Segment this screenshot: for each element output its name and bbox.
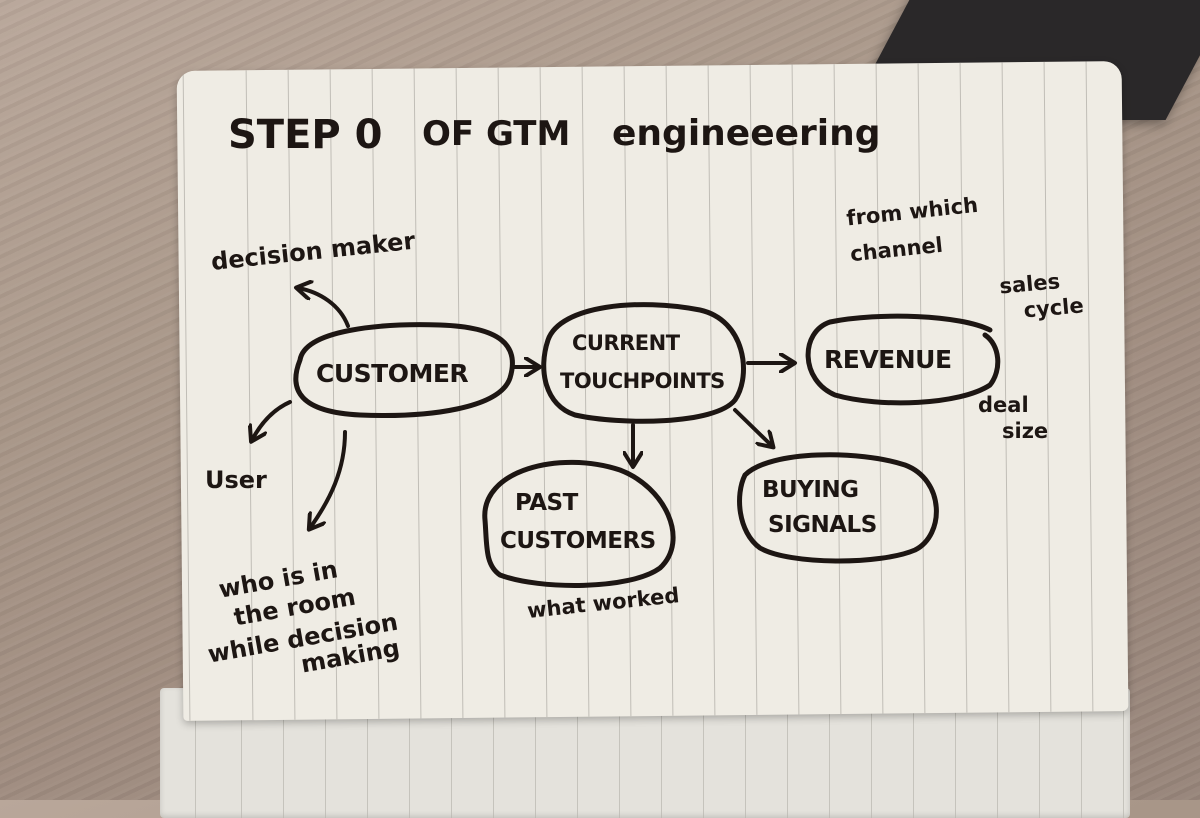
annotation-who-in-room: who is in the room while decision making [206,555,402,678]
node-revenue: REVENUE [805,313,1001,406]
buying-signals-blob [737,452,939,564]
touchpoints-line1: CURRENT [572,331,681,355]
buying-signals-line2: SIGNALS [768,512,877,538]
channel-line2: channel [849,233,944,267]
customer-ellipse [293,322,515,418]
title-step-0: STEP 0 [228,112,383,158]
diagram-annotations: decision maker User who is in the room w… [205,193,1085,679]
deal-size-line2: size [1002,419,1048,443]
past-customers-line1: PAST [515,490,579,516]
touchpoints-line2: TOUCHPOINTS [560,369,725,393]
arrow-touchpoints-to-buying-signals [733,408,772,446]
annotation-what-worked: what worked [526,583,680,623]
arrow-customer-to-user [252,400,292,440]
sales-cycle-line2: cycle [1023,293,1085,322]
node-current-touchpoints: CURRENT TOUCHPOINTS [541,302,746,424]
revenue-label: REVENUE [824,345,952,374]
annotation-sales-cycle: sales cycle [998,269,1085,322]
revenue-ellipse [805,313,1001,406]
customer-label: CUSTOMER [316,359,468,388]
sales-cycle-line1: sales [998,269,1060,298]
touchpoints-blob [541,302,746,424]
past-customers-blob [482,459,676,588]
hand-drawn-diagram: STEP 0 OF GTM engineeering CUSTOMER CURR… [205,112,1085,679]
node-past-customers: PAST CUSTOMERS [482,459,676,588]
title-engineering: engineeering [612,113,881,154]
annotation-deal-size: deal size [978,393,1048,443]
annotation-decision-maker: decision maker [210,227,417,276]
diagram-arrows [252,288,793,528]
node-customer: CUSTOMER [293,322,515,418]
title-of-gtm: OF GTM [422,114,570,154]
diagram-title: STEP 0 OF GTM engineeering [228,112,881,158]
past-customers-line2: CUSTOMERS [500,528,656,554]
annotation-from-which-channel: from which channel [845,193,979,267]
arrow-customer-to-decision-maker [298,288,350,328]
deal-size-line1: deal [978,393,1029,417]
node-buying-signals: BUYING SIGNALS [737,452,939,564]
arrow-customer-to-who-in-room [310,430,347,528]
buying-signals-line1: BUYING [762,477,859,503]
annotation-user: User [205,466,267,494]
channel-line1: from which [845,193,979,231]
